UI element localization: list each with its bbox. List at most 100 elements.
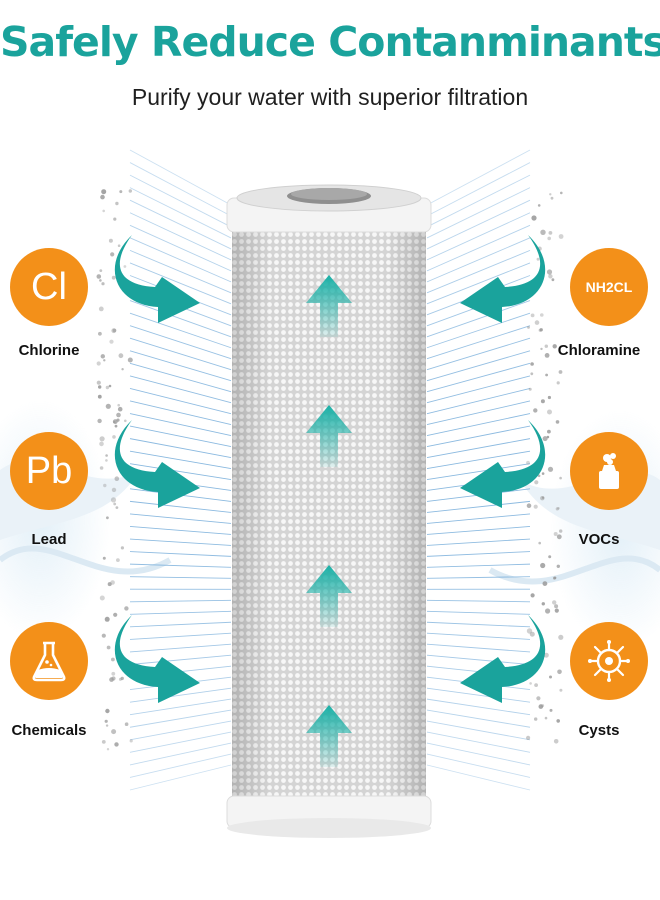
particle bbox=[105, 708, 110, 714]
particle bbox=[106, 516, 109, 520]
particle bbox=[540, 229, 546, 235]
particle bbox=[548, 231, 553, 235]
particle bbox=[111, 657, 115, 662]
contaminant-particles bbox=[96, 189, 564, 751]
flow-line-right bbox=[426, 425, 531, 448]
particle bbox=[542, 436, 548, 442]
flow-line-left bbox=[129, 224, 232, 272]
cysts-label: Cysts bbox=[578, 722, 620, 739]
inflow-arrow-right bbox=[460, 420, 546, 508]
particle bbox=[101, 740, 106, 744]
particle bbox=[96, 361, 101, 366]
flow-line-right bbox=[426, 438, 531, 458]
flow-line-left bbox=[129, 249, 232, 294]
page-subtitle: Purify your water with superior filtrati… bbox=[131, 84, 529, 110]
chlorine-symbol: Cl bbox=[31, 265, 67, 308]
flow-line-right bbox=[426, 632, 531, 640]
particle bbox=[558, 234, 564, 239]
particle bbox=[109, 339, 114, 344]
particle bbox=[111, 275, 116, 280]
particle bbox=[108, 238, 113, 243]
flow-line-right bbox=[426, 500, 531, 513]
particle bbox=[530, 593, 535, 598]
particle bbox=[547, 236, 551, 241]
particle bbox=[541, 602, 545, 606]
flow-lines-right bbox=[426, 149, 531, 791]
flow-line-left bbox=[129, 709, 232, 728]
particle bbox=[550, 196, 554, 200]
flow-line-left bbox=[129, 654, 232, 665]
particle bbox=[100, 354, 106, 359]
flow-line-left bbox=[129, 425, 232, 448]
particle bbox=[556, 534, 562, 540]
flow-line-left bbox=[129, 500, 232, 513]
particle bbox=[117, 406, 123, 412]
up-arrow bbox=[306, 275, 352, 337]
flow-line-right bbox=[426, 753, 531, 778]
up-arrow bbox=[306, 405, 352, 467]
flow-line-right bbox=[426, 350, 531, 382]
flow-line-right bbox=[426, 212, 531, 261]
particle bbox=[540, 562, 546, 569]
particle bbox=[534, 320, 540, 325]
particle bbox=[534, 717, 538, 721]
flow-line-left bbox=[129, 174, 232, 228]
particle bbox=[554, 608, 559, 613]
particle bbox=[105, 403, 111, 409]
particle bbox=[558, 634, 564, 640]
flow-line-right bbox=[426, 610, 531, 615]
chlorine-label: Chlorine bbox=[18, 342, 80, 359]
particle bbox=[530, 313, 535, 318]
flow-line-right bbox=[426, 325, 531, 360]
factory-icon bbox=[599, 453, 619, 489]
particle bbox=[553, 739, 559, 744]
particle bbox=[542, 581, 548, 586]
particle bbox=[100, 194, 105, 200]
flask-icon bbox=[32, 641, 66, 682]
particle bbox=[529, 631, 535, 637]
flow-line-right bbox=[426, 149, 531, 206]
particle bbox=[116, 558, 120, 562]
flow-line-left bbox=[129, 764, 232, 791]
flow-line-left bbox=[129, 212, 232, 261]
flow-line-left bbox=[129, 576, 232, 579]
flow-line-right bbox=[426, 599, 531, 603]
particle bbox=[98, 331, 102, 336]
particle bbox=[111, 671, 116, 676]
particle bbox=[121, 368, 124, 371]
particle bbox=[118, 353, 124, 359]
flow-line-right bbox=[426, 698, 531, 716]
flow-line-left bbox=[129, 237, 232, 283]
particle bbox=[553, 576, 557, 580]
flow-line-right bbox=[426, 450, 531, 469]
inflow-arrow-right bbox=[460, 615, 546, 703]
particle bbox=[531, 215, 537, 221]
particle bbox=[105, 724, 109, 727]
particle bbox=[106, 645, 111, 650]
flow-line-left bbox=[129, 400, 232, 426]
particle bbox=[120, 676, 124, 681]
particle bbox=[529, 682, 532, 685]
particle bbox=[559, 688, 563, 692]
flow-line-left bbox=[129, 262, 232, 305]
particle bbox=[527, 326, 530, 329]
particle bbox=[99, 595, 105, 601]
particle bbox=[539, 328, 543, 332]
lead-symbol: Pb bbox=[25, 449, 73, 492]
flow-line-right bbox=[426, 742, 531, 766]
flow-line-right bbox=[426, 463, 531, 480]
particle bbox=[114, 476, 120, 482]
particle bbox=[553, 532, 558, 536]
particle bbox=[110, 497, 117, 503]
flow-line-right bbox=[426, 709, 531, 728]
flow-line-left bbox=[129, 563, 232, 568]
inflow-arrow-left bbox=[114, 235, 200, 323]
flow-line-left bbox=[129, 742, 232, 766]
particle bbox=[545, 373, 548, 377]
particle bbox=[554, 604, 559, 609]
particle bbox=[115, 506, 119, 509]
chloramine-badge: NH2CL bbox=[570, 248, 648, 326]
flow-lines-left bbox=[129, 149, 232, 791]
flow-line-right bbox=[426, 576, 531, 579]
